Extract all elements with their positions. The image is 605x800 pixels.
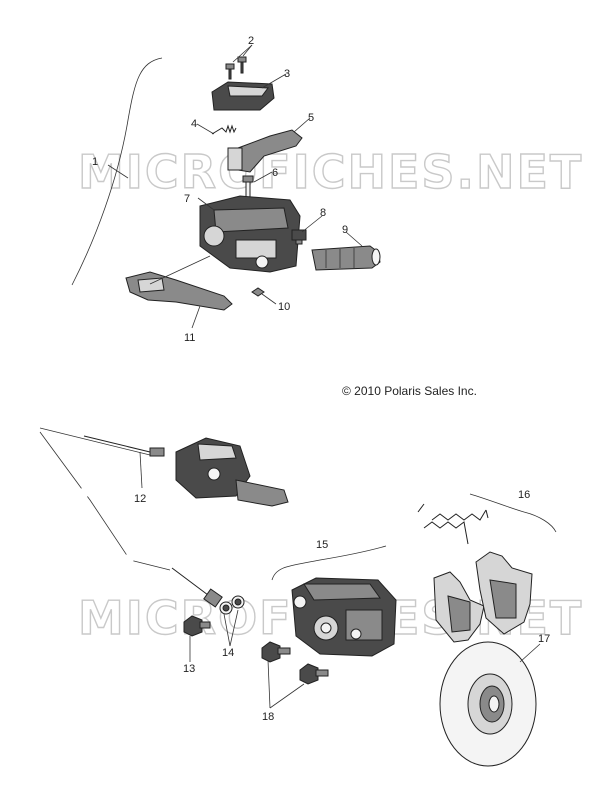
banjo-bolt-part [183, 615, 211, 637]
callout-7: 7 [184, 193, 190, 205]
caliper-bracket [271, 545, 387, 581]
caliper-part [291, 577, 397, 657]
brake-rotor-part [439, 641, 537, 767]
callout-4: 4 [191, 118, 197, 130]
nut-part [251, 287, 265, 297]
callout-9: 9 [342, 224, 348, 236]
brake-line-part [83, 435, 165, 457]
spring-bracket [469, 493, 557, 533]
callout-12: 12 [134, 493, 146, 505]
caliper-bolt-part [261, 641, 329, 685]
callout-14: 14 [222, 647, 234, 659]
callout-6: 6 [272, 167, 278, 179]
reservoir-cover-part [211, 81, 275, 111]
callout-17: 17 [538, 633, 550, 645]
hose-line [39, 427, 151, 456]
screw-part [225, 56, 247, 80]
callout-18: 18 [262, 711, 274, 723]
spring-part [211, 124, 237, 135]
callout-5: 5 [308, 112, 314, 124]
hose-line-2 [39, 431, 171, 571]
brake-pad-part [433, 551, 533, 643]
brake-lever-part [125, 271, 233, 311]
callout-13: 13 [183, 663, 195, 675]
callout-3: 3 [284, 68, 290, 80]
watermark-top: MICROFICHES.NET [78, 145, 583, 199]
hose-end-part [171, 567, 223, 608]
master-cylinder-assembly [175, 437, 289, 507]
callout-10: 10 [278, 301, 290, 313]
callout-8: 8 [320, 207, 326, 219]
brake-switch-part [291, 229, 307, 245]
lever-part [227, 129, 303, 173]
callout-2: 2 [248, 35, 254, 47]
copyright-text: © 2010 Polaris Sales Inc. [342, 384, 477, 398]
master-cylinder-part [199, 195, 301, 273]
callout-15: 15 [316, 539, 328, 551]
washer-part [219, 595, 245, 615]
callout-1: 1 [92, 156, 98, 168]
assembly-bracket [71, 57, 163, 286]
callout-11: 11 [184, 332, 195, 344]
pad-spring-part [417, 503, 489, 545]
callout-16: 16 [518, 489, 530, 501]
grip-part [311, 245, 381, 271]
